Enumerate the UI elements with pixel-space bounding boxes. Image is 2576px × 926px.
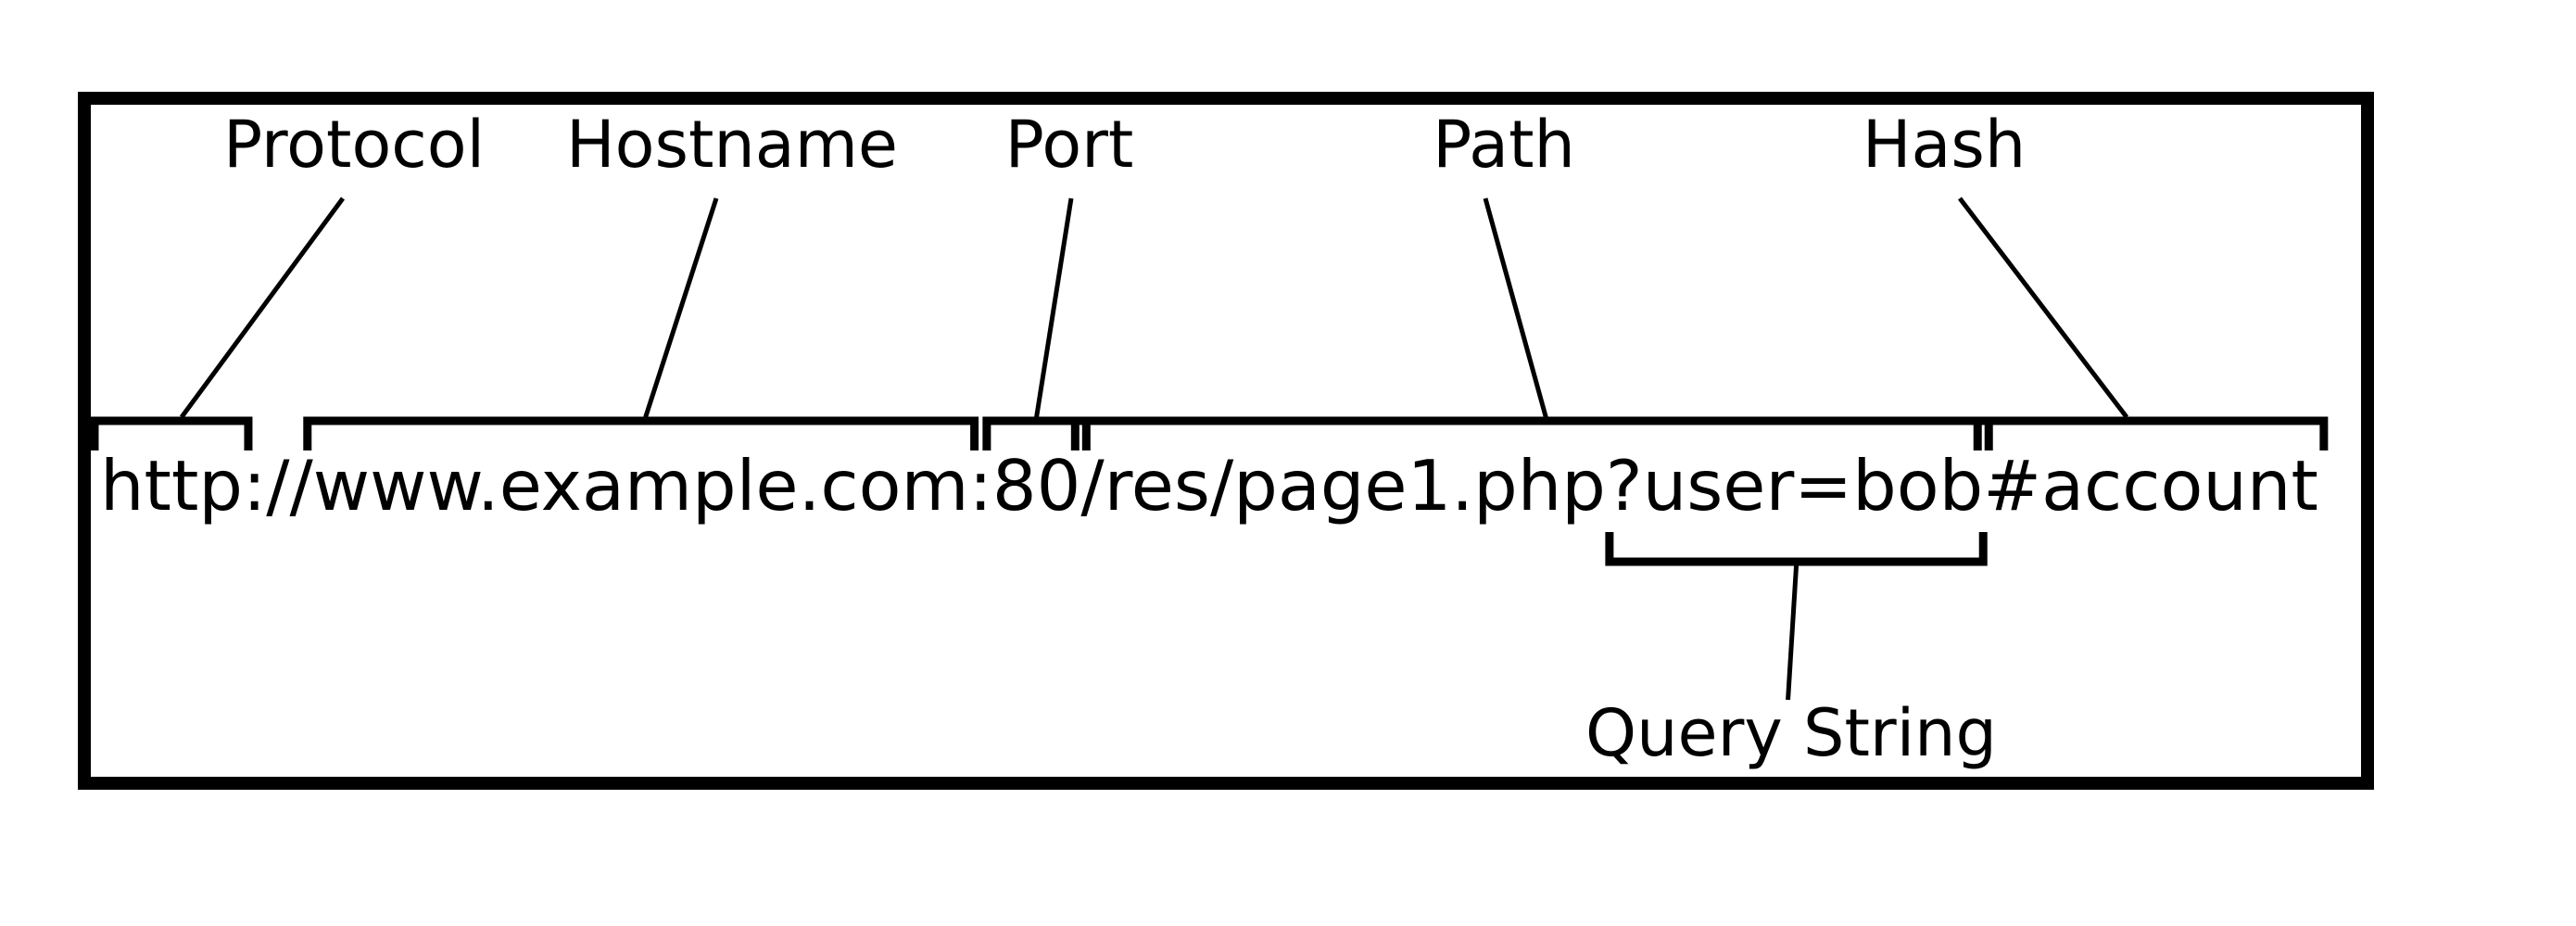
label-query-string: Query String <box>1585 695 1997 771</box>
url-part: http <box>100 445 243 526</box>
label-path: Path <box>1433 107 1575 183</box>
label-hash: Hash <box>1863 107 2026 183</box>
url-part: #account <box>1983 445 2318 526</box>
url-part: www.example.com <box>313 445 969 526</box>
url-part: : <box>969 445 992 526</box>
hash-leader-line <box>1958 197 2129 419</box>
path-leader-line <box>1483 197 1548 418</box>
path-bracket <box>1070 416 1993 450</box>
protocol-bracket <box>90 416 253 450</box>
query-string-leader-line <box>1786 564 1799 701</box>
url-part: /res/page1.php <box>1080 445 1606 526</box>
protocol-leader-line <box>179 197 346 419</box>
hostname-bracket <box>303 416 979 450</box>
url-part: :// <box>243 445 314 526</box>
connector-layer <box>90 197 2329 701</box>
label-protocol: Protocol <box>223 107 485 183</box>
url-text: http://www.example.com:80/res/page1.php?… <box>100 445 2318 526</box>
label-port: Port <box>1005 107 1134 183</box>
url-part: 80 <box>992 445 1080 526</box>
port-leader-line <box>1034 197 1074 418</box>
label-hostname: Hostname <box>566 107 898 183</box>
hash-bracket <box>1973 416 2329 450</box>
top-labels-row: Protocol Hostname Port Path Hash <box>223 107 2026 183</box>
hostname-leader-line <box>643 197 719 418</box>
url-part: ?user=bob <box>1606 445 1983 526</box>
query-string-bracket <box>1605 532 1988 566</box>
port-bracket <box>982 416 1091 450</box>
diagram-border-box <box>78 92 2374 790</box>
